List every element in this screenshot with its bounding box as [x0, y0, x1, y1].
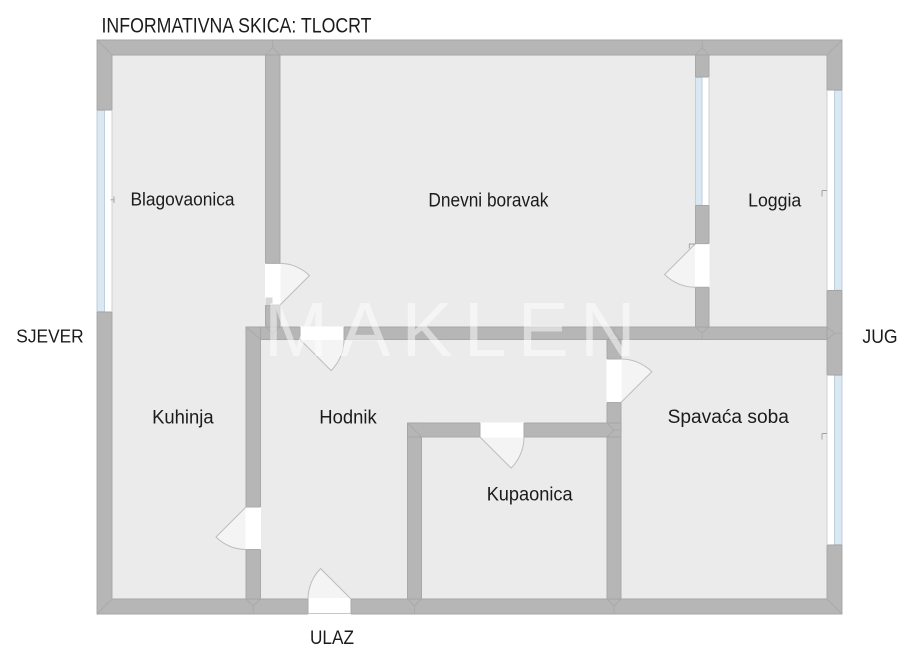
svg-text:ULAZ: ULAZ: [310, 627, 354, 649]
svg-text:INFORMATIVNA SKICA: TLOCRT: INFORMATIVNA SKICA: TLOCRT: [102, 14, 372, 38]
svg-text:Dnevni boravak: Dnevni boravak: [428, 191, 548, 212]
svg-text:JUG: JUG: [862, 326, 897, 348]
svg-text:Spavaća soba: Spavaća soba: [668, 407, 790, 428]
svg-text:SJEVER: SJEVER: [16, 326, 83, 347]
svg-text:Blagovaonica: Blagovaonica: [131, 189, 236, 210]
svg-text:MAKLEN: MAKLEN: [264, 287, 647, 373]
svg-text:Hodnik: Hodnik: [319, 408, 377, 429]
svg-text:Kupaonica: Kupaonica: [487, 485, 573, 506]
svg-text:Kuhinja: Kuhinja: [152, 408, 214, 429]
svg-text:Loggia: Loggia: [748, 190, 802, 211]
